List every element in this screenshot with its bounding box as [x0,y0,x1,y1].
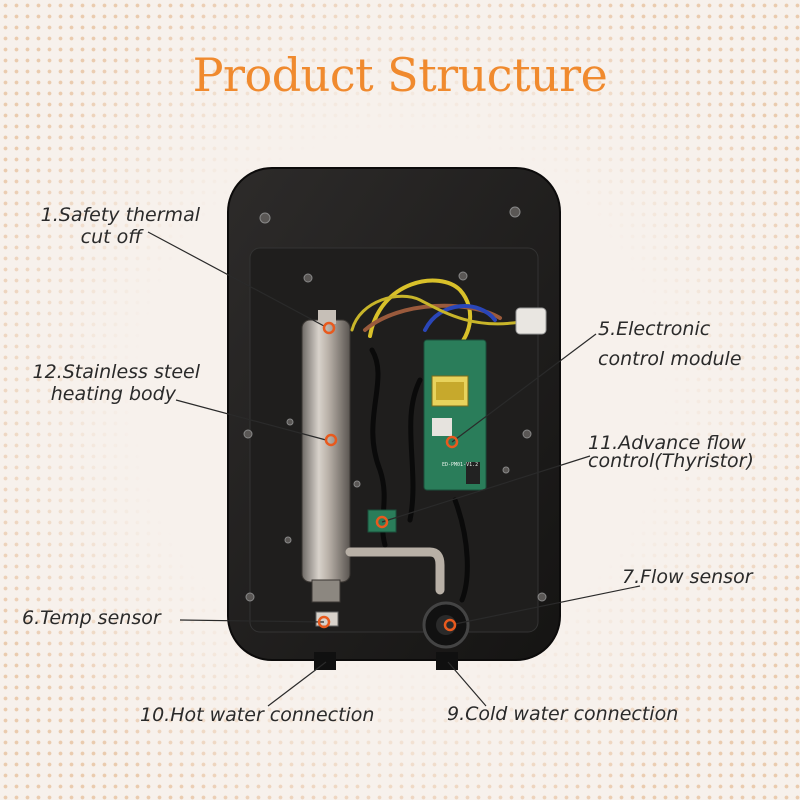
label-cold-water: 9.Cold water connection [447,703,679,725]
label-flow-sensor: 7.Flow sensor [622,566,753,588]
wires [350,278,522,603]
label-flow-control: 11.Advance flow control(Thyristor) [588,432,754,472]
pcb-marking: ED-PM01-V1.2 [442,462,478,468]
control-pcb: ED-PM01-V1.2 [423,339,487,491]
cold-water-fitting [436,652,458,670]
thyristor [367,509,397,533]
label-heating-body: 12.Stainless steel heating body [32,361,200,405]
outlet-pipe [345,547,445,595]
label-safety-thermal: 1.Safety thermal cut off [40,204,200,248]
leader-lines [147,231,641,707]
page-title: Product Structure [192,48,608,102]
terminal-block [515,307,547,335]
label-control-module: 5.Electronic control module [598,318,742,370]
screws [243,206,547,602]
label-hot-water: 10.Hot water connection [140,704,375,726]
heating-body [301,310,351,603]
inner-panel [249,247,539,633]
hot-water-fitting [314,652,336,670]
label-temp-sensor: 6.Temp sensor [22,607,161,629]
markers [317,321,459,632]
